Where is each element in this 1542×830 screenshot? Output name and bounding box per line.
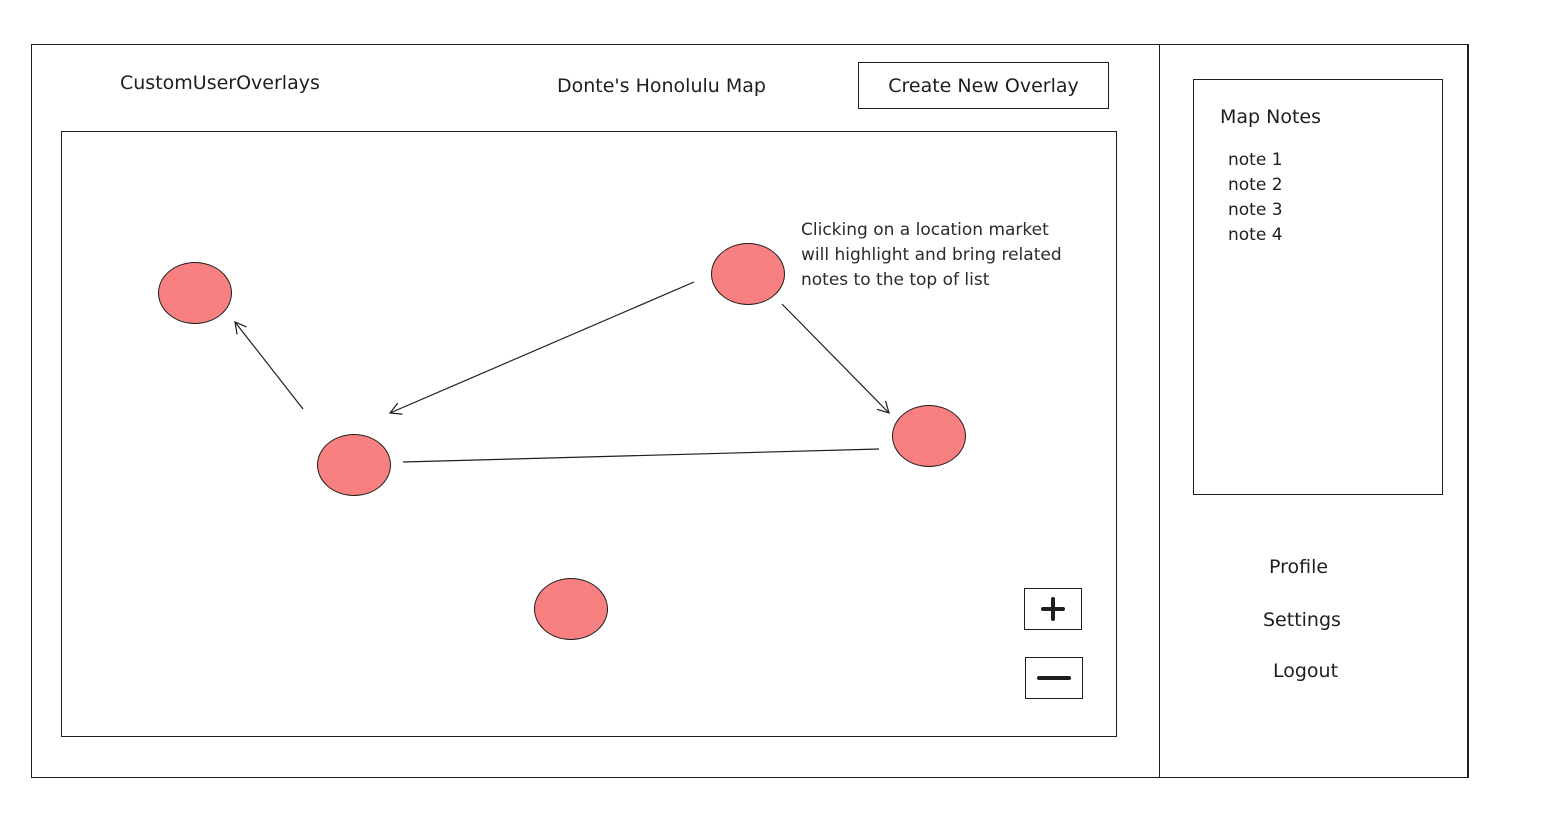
annotation-line: notes to the top of list	[801, 270, 990, 290]
app-frame	[31, 44, 1468, 778]
marker-connectors	[234, 281, 890, 463]
note-item[interactable]: note 3	[1228, 200, 1283, 220]
note-item[interactable]: note 1	[1228, 150, 1283, 170]
location-marker[interactable]	[158, 262, 232, 324]
sidebar	[1159, 44, 1469, 778]
arrow-to-center-marker	[388, 281, 695, 415]
settings-link[interactable]: Settings	[1263, 609, 1341, 631]
marker-annotation: Clicking on a location market will highl…	[801, 218, 1111, 293]
note-item[interactable]: note 2	[1228, 175, 1283, 195]
location-marker[interactable]	[317, 434, 391, 496]
annotation-line: will highlight and bring related	[801, 245, 1062, 265]
map-title: Donte's Honolulu Map	[557, 75, 766, 97]
profile-link[interactable]: Profile	[1269, 556, 1329, 578]
zoom-in-button[interactable]	[1024, 588, 1082, 630]
zoom-out-button[interactable]	[1025, 657, 1083, 699]
location-marker[interactable]	[534, 578, 608, 640]
location-marker[interactable]	[711, 243, 785, 305]
note-item[interactable]: note 4	[1228, 225, 1283, 245]
plus-icon	[1041, 597, 1065, 621]
annotation-line: Clicking on a location market	[801, 220, 1049, 240]
arrow-to-left-marker	[234, 321, 304, 410]
arrow-to-right-marker	[781, 303, 890, 414]
create-new-overlay-button[interactable]: Create New Overlay	[858, 62, 1109, 109]
notes-list: note 1 note 2 note 3 note 4	[1228, 148, 1283, 248]
map-canvas[interactable]: Clicking on a location market will highl…	[61, 131, 1117, 737]
location-marker[interactable]	[892, 405, 966, 467]
connector-line	[402, 448, 880, 463]
map-notes-panel: Map Notes note 1 note 2 note 3 note 4	[1193, 79, 1443, 495]
minus-icon	[1037, 676, 1071, 680]
logout-link[interactable]: Logout	[1273, 660, 1339, 682]
app-title: CustomUserOverlays	[120, 72, 320, 94]
notes-title: Map Notes	[1220, 106, 1322, 128]
